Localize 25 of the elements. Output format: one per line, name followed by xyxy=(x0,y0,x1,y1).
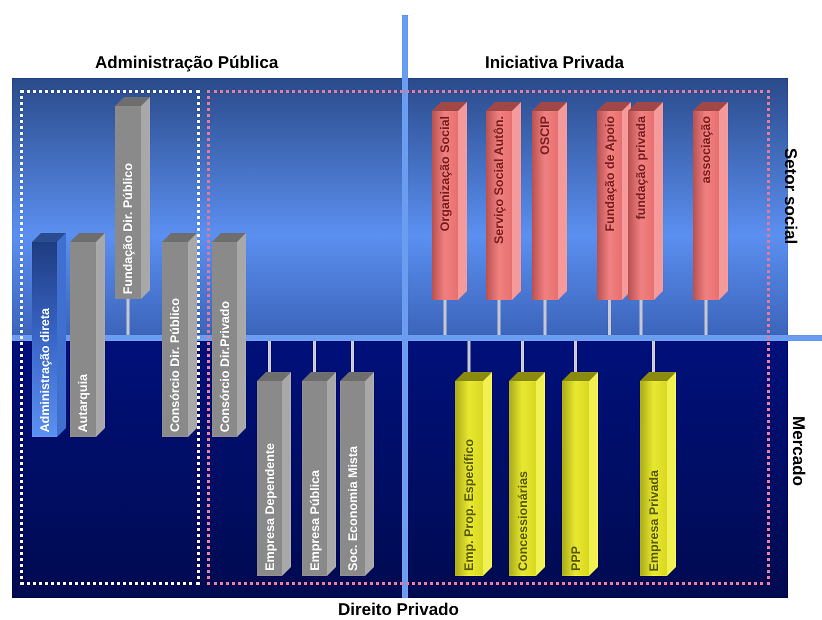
heading-text: Setor social xyxy=(780,148,800,244)
bar-label: fundação privada xyxy=(634,116,648,220)
bar-label: Serviço Social Autôn. xyxy=(492,116,506,244)
bar-label: Administração direta xyxy=(38,308,52,432)
bar-label: Consórcio Dir.Privado xyxy=(218,300,232,432)
bar-label: Fundação Dir. Público xyxy=(121,162,135,294)
heading-text: Administração Pública xyxy=(95,53,278,73)
bar-label: Autarquia xyxy=(76,374,90,432)
bar-label: Empresa Pública xyxy=(308,470,322,571)
heading-text: Iniciativa Privada xyxy=(485,53,624,73)
bar-label: Emp. Prop. Específico xyxy=(462,439,476,571)
bar-label: PPP xyxy=(568,546,582,571)
bar-label: Soc. Economia Mista xyxy=(346,446,360,571)
heading-text: Direito Privado xyxy=(338,600,459,620)
dotted-frame xyxy=(20,90,200,585)
bar-label: associação xyxy=(699,116,713,184)
bar-label: Organização Social xyxy=(438,116,452,232)
heading-text: Mercado xyxy=(788,416,808,486)
bar-label: Empresa Privada xyxy=(646,470,660,571)
dotted-frame xyxy=(207,90,770,585)
bar-label: Empresa Dependente xyxy=(262,443,276,571)
bar-label: OSCIP xyxy=(538,116,552,155)
bar-label: Concessionárias xyxy=(516,470,530,571)
bar-label: Fundação de Apoio xyxy=(602,116,616,232)
bar-label: Consórcio Dir. Público xyxy=(168,298,182,432)
